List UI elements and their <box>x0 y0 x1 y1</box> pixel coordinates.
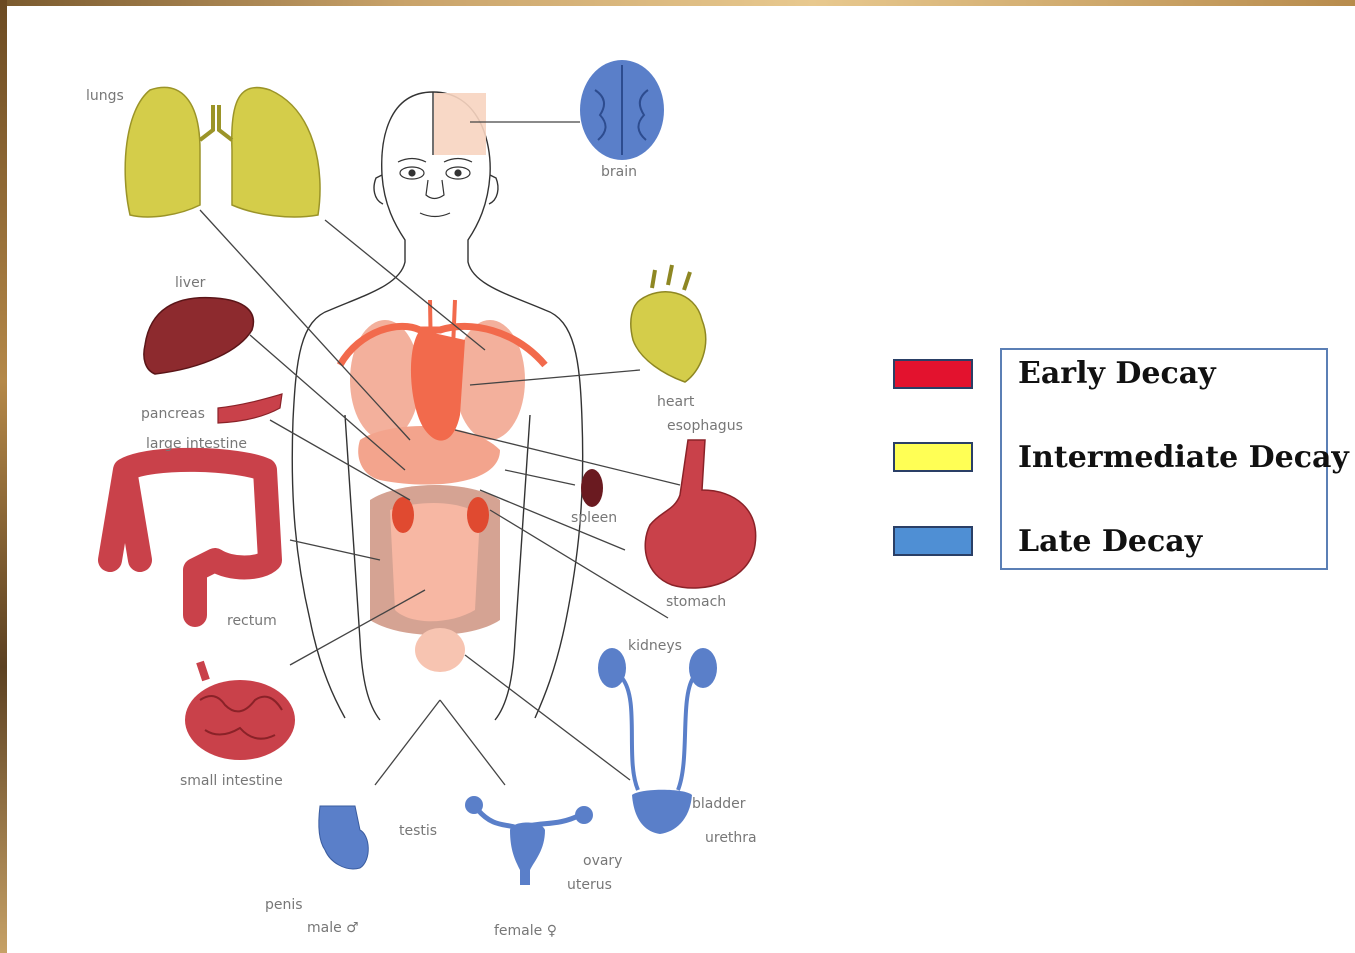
face <box>398 159 472 217</box>
label-male: male ♂ <box>307 920 359 936</box>
brain-organ <box>580 60 664 160</box>
legend-swatch-intermediate <box>893 442 973 472</box>
label-kidneys: kidneys <box>628 638 682 654</box>
label-small-intestine: small intestine <box>180 773 283 789</box>
legend-label-intermediate: Intermediate Decay <box>1018 440 1349 475</box>
label-spleen: spleen <box>571 510 617 526</box>
legend-label-early: Early Decay <box>1018 356 1216 391</box>
label-rectum: rectum <box>227 613 277 629</box>
legend-box: Early Decay Intermediate Decay Late Deca… <box>1000 348 1328 570</box>
internal-organs <box>340 300 545 672</box>
label-large-intestine: large intestine <box>146 436 247 452</box>
head-brain-region <box>434 93 486 155</box>
label-female: female ♀ <box>494 923 557 939</box>
label-liver: liver <box>175 275 206 291</box>
liver-organ <box>144 298 254 374</box>
label-brain: brain <box>601 164 637 180</box>
lungs-organ <box>125 88 320 217</box>
female-organ <box>465 796 593 885</box>
label-uterus: uterus <box>567 877 612 893</box>
legend-swatch-early <box>893 359 973 389</box>
label-lungs: lungs <box>86 88 124 104</box>
label-bladder: bladder <box>692 796 746 812</box>
legend-swatch-late <box>893 526 973 556</box>
label-heart: heart <box>657 394 695 410</box>
male-organ <box>319 806 368 869</box>
stomach-organ <box>645 440 755 588</box>
large-intestine-organ <box>110 460 270 615</box>
small-intestine-organ <box>185 662 295 760</box>
label-pancreas: pancreas <box>141 406 205 422</box>
label-ovary: ovary <box>583 853 622 869</box>
pancreas-organ <box>218 394 282 423</box>
label-esophagus: esophagus <box>667 418 743 434</box>
label-penis: penis <box>265 897 303 913</box>
legend-label-late: Late Decay <box>1018 524 1202 559</box>
label-testis: testis <box>399 823 437 839</box>
label-urethra: urethra <box>705 830 757 846</box>
label-stomach: stomach <box>666 594 726 610</box>
spleen-organ <box>581 469 603 507</box>
heart-organ <box>631 265 706 382</box>
